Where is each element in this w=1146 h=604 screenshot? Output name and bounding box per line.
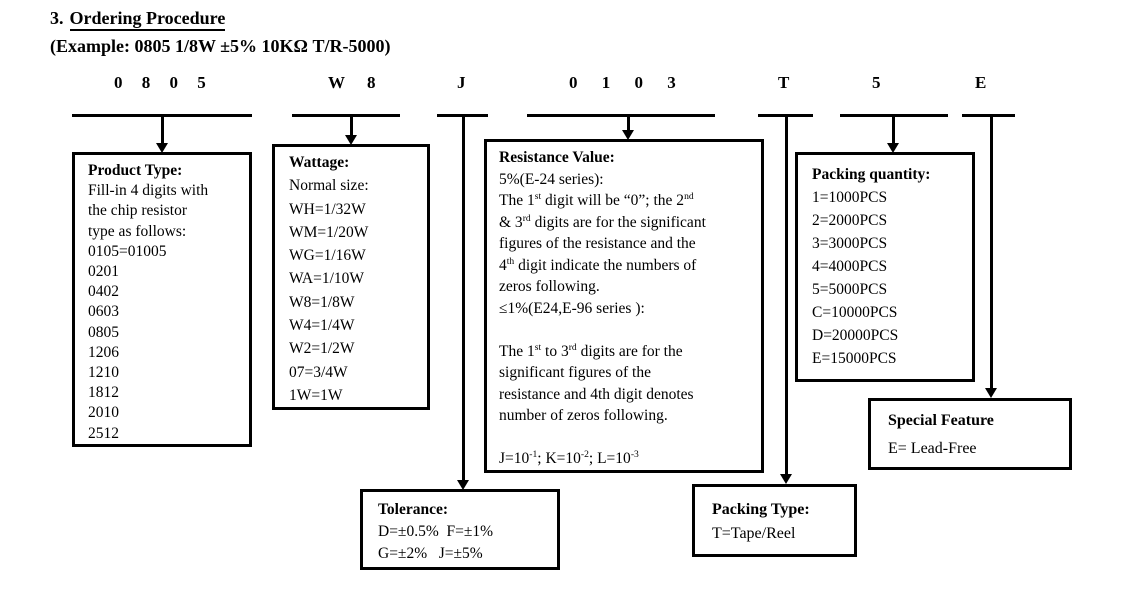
box-line: figures of the resistance and the <box>499 235 696 252</box>
section-title-text: Ordering Procedure <box>69 8 226 31</box>
special-feature-lines: E= Lead-Free <box>888 435 1065 463</box>
product-type-box: Product Type: Fill-in 4 digits with the c… <box>72 152 252 447</box>
packing-type-lines: T=Tape/Reel <box>712 522 850 546</box>
special-feature-title: Special Feature <box>888 412 994 429</box>
product-type-title: Product Type: <box>88 162 183 179</box>
box-line: 0201 <box>88 263 119 281</box>
box-line: W4=1/4W <box>289 317 355 335</box>
box-line: WM=1/20W <box>289 223 369 241</box>
box-line: 1206 <box>88 343 119 361</box>
box-line: WH=1/32W <box>289 200 366 218</box>
packing-type-title: Packing Type: <box>712 501 810 518</box>
box-line: 3=3000PCS <box>812 235 888 252</box>
code-packing-type: T <box>778 73 790 92</box>
box-line: 0805 <box>88 323 119 341</box>
product-type-lines: Fill-in 4 digits with the chip resistor ty… <box>88 181 245 444</box>
box-line: the chip resistor <box>88 202 188 220</box>
box-line <box>499 427 755 449</box>
box-line: E= Lead-Free <box>888 440 977 457</box>
box-line: ≤1%(E24,E-96 series ): <box>499 299 645 317</box>
arrow-to-product-type-icon <box>156 115 168 153</box>
wattage-box: Wattage: Normal size: WH=1/32W WM=1/20W WG=… <box>272 144 430 410</box>
arrow-to-packing-type-icon <box>780 114 792 484</box>
packing-quantity-title: Packing quantity: <box>812 166 931 183</box>
resistance-value-lines: 5%(E-24 series): The 1st digit will be “0… <box>499 169 755 470</box>
box-line: 1W=1W <box>289 386 343 404</box>
box-line <box>499 319 755 341</box>
arrow-to-wattage-icon <box>345 114 357 145</box>
underline-special-feature <box>962 114 1015 117</box>
code-wattage: W 8 <box>328 73 385 92</box>
box-line: J=10-1; K=10-2; L=10-3 <box>499 448 639 467</box>
box-line: The 1st digit will be “0”; the 2nd <box>499 190 694 209</box>
box-line: WA=1/10W <box>289 270 365 288</box>
packing-quantity-box: Packing quantity: 1=1000PCS 2=2000PCS 3=30… <box>795 152 975 382</box>
box-line: 0402 <box>88 283 119 301</box>
box-line: 0603 <box>88 303 119 321</box>
box-line: type as follows: <box>88 222 187 240</box>
box-line: 2512 <box>88 424 119 442</box>
box-line: WG=1/16W <box>289 247 366 265</box>
box-line: W8=1/8W <box>289 293 355 311</box>
box-line: number of zeros following. <box>499 407 668 424</box>
example-line: (Example: 0805 1/8W ±5% 10KΩ T/R-5000) <box>50 36 391 56</box>
box-line: T=Tape/Reel <box>712 525 796 542</box>
box-line: 07=3/4W <box>289 363 348 381</box>
code-special-feature: E <box>975 73 987 92</box>
box-line: 5%(E-24 series): <box>499 170 604 188</box>
box-line: 4th digit indicate the numbers of <box>499 255 697 274</box>
box-line: zeros following. <box>499 278 600 295</box>
special-feature-box: Special Feature E= Lead-Free <box>868 398 1072 470</box>
code-resistance-value: 0 1 0 3 <box>569 73 686 92</box>
box-line: The 1st to 3rd digits are for the <box>499 341 683 360</box>
wattage-title: Wattage: <box>289 154 350 171</box>
packing-type-box: Packing Type: T=Tape/Reel <box>692 484 857 557</box>
resistance-value-title: Resistance Value: <box>499 149 615 166</box>
tolerance-box: Tolerance: D=±0.5% F=±1% G=±2% J=±5% <box>360 489 560 570</box>
box-line: 1812 <box>88 384 119 402</box>
resistance-value-box: Resistance Value: 5%(E-24 series): The 1s… <box>484 139 764 473</box>
section-number: 3. <box>50 8 64 28</box>
box-line: G=±2% J=±5% <box>378 545 483 562</box>
box-line: 1210 <box>88 364 119 382</box>
box-line: 0105=01005 <box>88 242 167 260</box>
underline-wattage <box>292 114 400 117</box>
box-line: 4=4000PCS <box>812 258 888 275</box>
box-line: C=10000PCS <box>812 304 898 321</box>
arrow-to-special-feature-icon <box>985 114 997 398</box>
box-line: & 3rd digits are for the significant <box>499 212 706 231</box>
tolerance-lines: D=±0.5% F=±1% G=±2% J=±5% <box>378 521 553 565</box>
box-line: Fill-in 4 digits with <box>88 182 209 200</box>
arrow-to-packing-quantity-icon <box>887 114 899 153</box>
box-line: E=15000PCS <box>812 350 897 367</box>
box-line: 5=5000PCS <box>812 281 888 298</box>
code-tolerance: J <box>457 73 466 92</box>
underline-resistance-value <box>527 114 715 117</box>
section-title: 3.Ordering Procedure <box>50 8 226 31</box>
arrow-to-tolerance-icon <box>457 114 469 490</box>
box-line: 2=2000PCS <box>812 212 888 229</box>
wattage-lines: Normal size: WH=1/32W WM=1/20W WG=1/16W WA=1… <box>289 174 423 407</box>
box-line: 1=1000PCS <box>812 189 888 206</box>
box-line: Normal size: <box>289 177 369 195</box>
tolerance-title: Tolerance: <box>378 501 449 518</box>
box-line: 2010 <box>88 404 119 422</box>
box-line: W2=1/2W <box>289 340 355 358</box>
code-product-type: 0 8 0 5 <box>114 73 214 92</box>
code-packing-quantity: 5 <box>872 73 881 92</box>
box-line: significant figures of the <box>499 364 651 381</box>
arrow-to-resistance-value-icon <box>622 114 634 140</box>
box-line: D=±0.5% F=±1% <box>378 523 494 540</box>
box-line: resistance and 4th digit denotes <box>499 385 694 403</box>
packing-quantity-lines: 1=1000PCS 2=2000PCS 3=3000PCS 4=4000PCS 5=50… <box>812 186 968 370</box>
box-line: D=20000PCS <box>812 327 899 344</box>
